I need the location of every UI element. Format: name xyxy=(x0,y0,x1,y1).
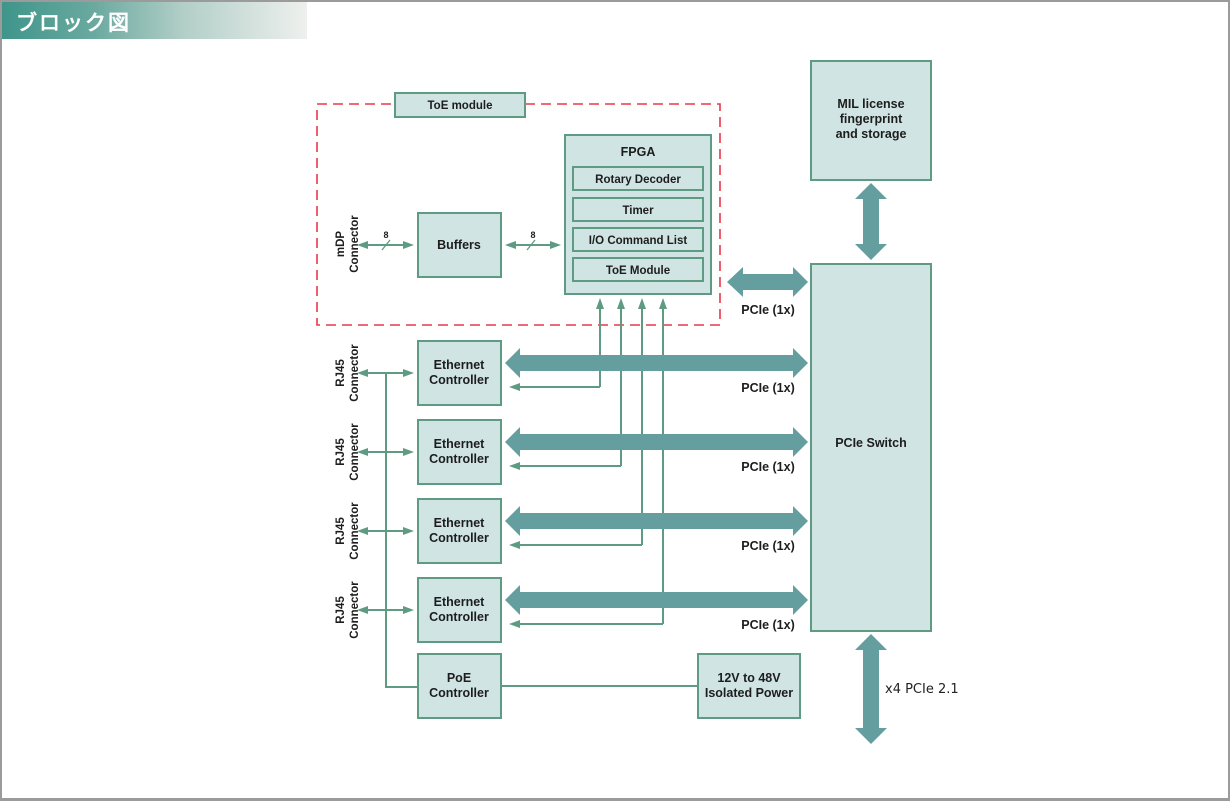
fpga-switch-bus xyxy=(727,267,808,297)
fpga-timer-label: Timer xyxy=(622,205,654,217)
host-pcie-bus xyxy=(855,634,887,744)
ethernet-controller-label-1: Ethernet xyxy=(434,595,486,609)
fpga-rotary-decoder-label: Rotary Decoder xyxy=(595,174,681,186)
rj45-arrowhead-left xyxy=(357,448,368,456)
fpga-return-arrowhead xyxy=(509,383,520,391)
isolated-power-label-1: 12V to 48V xyxy=(717,671,781,685)
fpga-pcie-label: PCIe (1x) xyxy=(741,303,795,317)
rj45-arrowhead-right xyxy=(403,606,414,614)
poe-trunk-line xyxy=(385,374,418,688)
ethernet-controller-label-1: Ethernet xyxy=(434,516,486,530)
ethernet-pcie-label: PCIe (1x) xyxy=(741,381,795,395)
pcie-switch-label: PCIe Switch xyxy=(835,436,907,450)
rj45-arrowhead-left xyxy=(357,369,368,377)
fpga-bus-width: 8 xyxy=(530,230,535,240)
rj45-arrowhead-right xyxy=(403,369,414,377)
ethernet-controller-label-1: Ethernet xyxy=(434,437,486,451)
isolated-power-label-2: Isolated Power xyxy=(705,686,793,700)
rj45-arrowhead-left xyxy=(357,606,368,614)
ethernet-pcie-bus xyxy=(505,348,808,378)
ethernet-pcie-bus xyxy=(505,506,808,536)
toe-region-label: ToE module xyxy=(428,100,493,112)
poe-controller-label-2: Controller xyxy=(429,686,489,700)
mil-license-label-3: and storage xyxy=(836,127,907,141)
ethernet-pcie-bus xyxy=(505,585,808,615)
fpga-return-arrowhead xyxy=(509,462,520,470)
mil-switch-bus xyxy=(855,183,887,260)
fpga-io-command-list xyxy=(572,227,704,252)
ethernet-controller-block xyxy=(417,577,502,643)
fpga-toe-module-label: ToE Module xyxy=(606,265,670,277)
mdp-connector-label-2: Connector xyxy=(349,215,361,273)
mil-license-label-1: MIL license xyxy=(837,97,904,111)
ethernet-controller-label-1: Ethernet xyxy=(434,358,486,372)
poe-controller-label-1: PoE xyxy=(447,671,471,685)
ethernet-pcie-label: PCIe (1x) xyxy=(741,460,795,474)
rj45-arrowhead-left xyxy=(357,527,368,535)
fpga-toe-module xyxy=(572,257,704,282)
fpga-return-arrowhead xyxy=(509,541,520,549)
ethernet-pcie-label: PCIe (1x) xyxy=(741,539,795,553)
rj45-connector-label-1: RJ45 xyxy=(335,359,347,387)
fpga-signal-arrowhead xyxy=(617,298,625,309)
mdp-bus-width: 8 xyxy=(383,230,388,240)
fpga-title: FPGA xyxy=(621,145,656,159)
ethernet-pcie-bus xyxy=(505,427,808,457)
fpga-rotary-decoder xyxy=(572,166,704,191)
section-title: ブロック図 xyxy=(16,11,131,35)
mil-license-block xyxy=(810,60,932,181)
section-header: ブロック図 xyxy=(2,2,307,39)
rj45-connector-label-2: Connector xyxy=(349,423,361,481)
buffers-block xyxy=(417,212,502,278)
fpga-signal-arrowhead xyxy=(596,298,604,309)
ethernet-controller-block xyxy=(417,498,502,564)
mdp-connector-label-1: mDP xyxy=(335,231,347,258)
rj45-arrowhead-right xyxy=(403,527,414,535)
rj45-connector-label-2: Connector xyxy=(349,344,361,402)
ethernet-controller-label-2: Controller xyxy=(429,610,489,624)
mdp-buffers-link: 8 xyxy=(357,230,414,251)
fpga-return-arrowhead xyxy=(509,620,520,628)
isolated-power-block xyxy=(697,653,801,719)
host-pcie-label: x4 PCIe 2.1 xyxy=(885,682,959,697)
ethernet-controller-label-2: Controller xyxy=(429,452,489,466)
rj45-connector-label-1: RJ45 xyxy=(335,438,347,466)
ethernet-controller-label-2: Controller xyxy=(429,531,489,545)
fpga-signal-arrowhead xyxy=(638,298,646,309)
ethernet-controller-block xyxy=(417,419,502,485)
rj45-connector-label-1: RJ45 xyxy=(335,517,347,545)
fpga-timer xyxy=(572,197,704,222)
toe-region-label-box xyxy=(394,92,526,118)
fpga-io-command-list-label: I/O Command List xyxy=(589,235,688,247)
buffers-fpga-link: 8 xyxy=(505,230,561,251)
pcie-switch-block xyxy=(810,263,932,632)
rj45-connector-label-2: Connector xyxy=(349,502,361,560)
ethernet-controller-block xyxy=(417,340,502,406)
rj45-connector-label-2: Connector xyxy=(349,581,361,639)
fpga-signal-arrowhead xyxy=(659,298,667,309)
buffers-label: Buffers xyxy=(437,238,481,252)
rj45-connector-label-1: RJ45 xyxy=(335,596,347,624)
rj45-arrowhead-right xyxy=(403,448,414,456)
ethernet-controller-label-2: Controller xyxy=(429,373,489,387)
mil-license-label-2: fingerprint xyxy=(840,112,903,126)
ethernet-pcie-label: PCIe (1x) xyxy=(741,618,795,632)
